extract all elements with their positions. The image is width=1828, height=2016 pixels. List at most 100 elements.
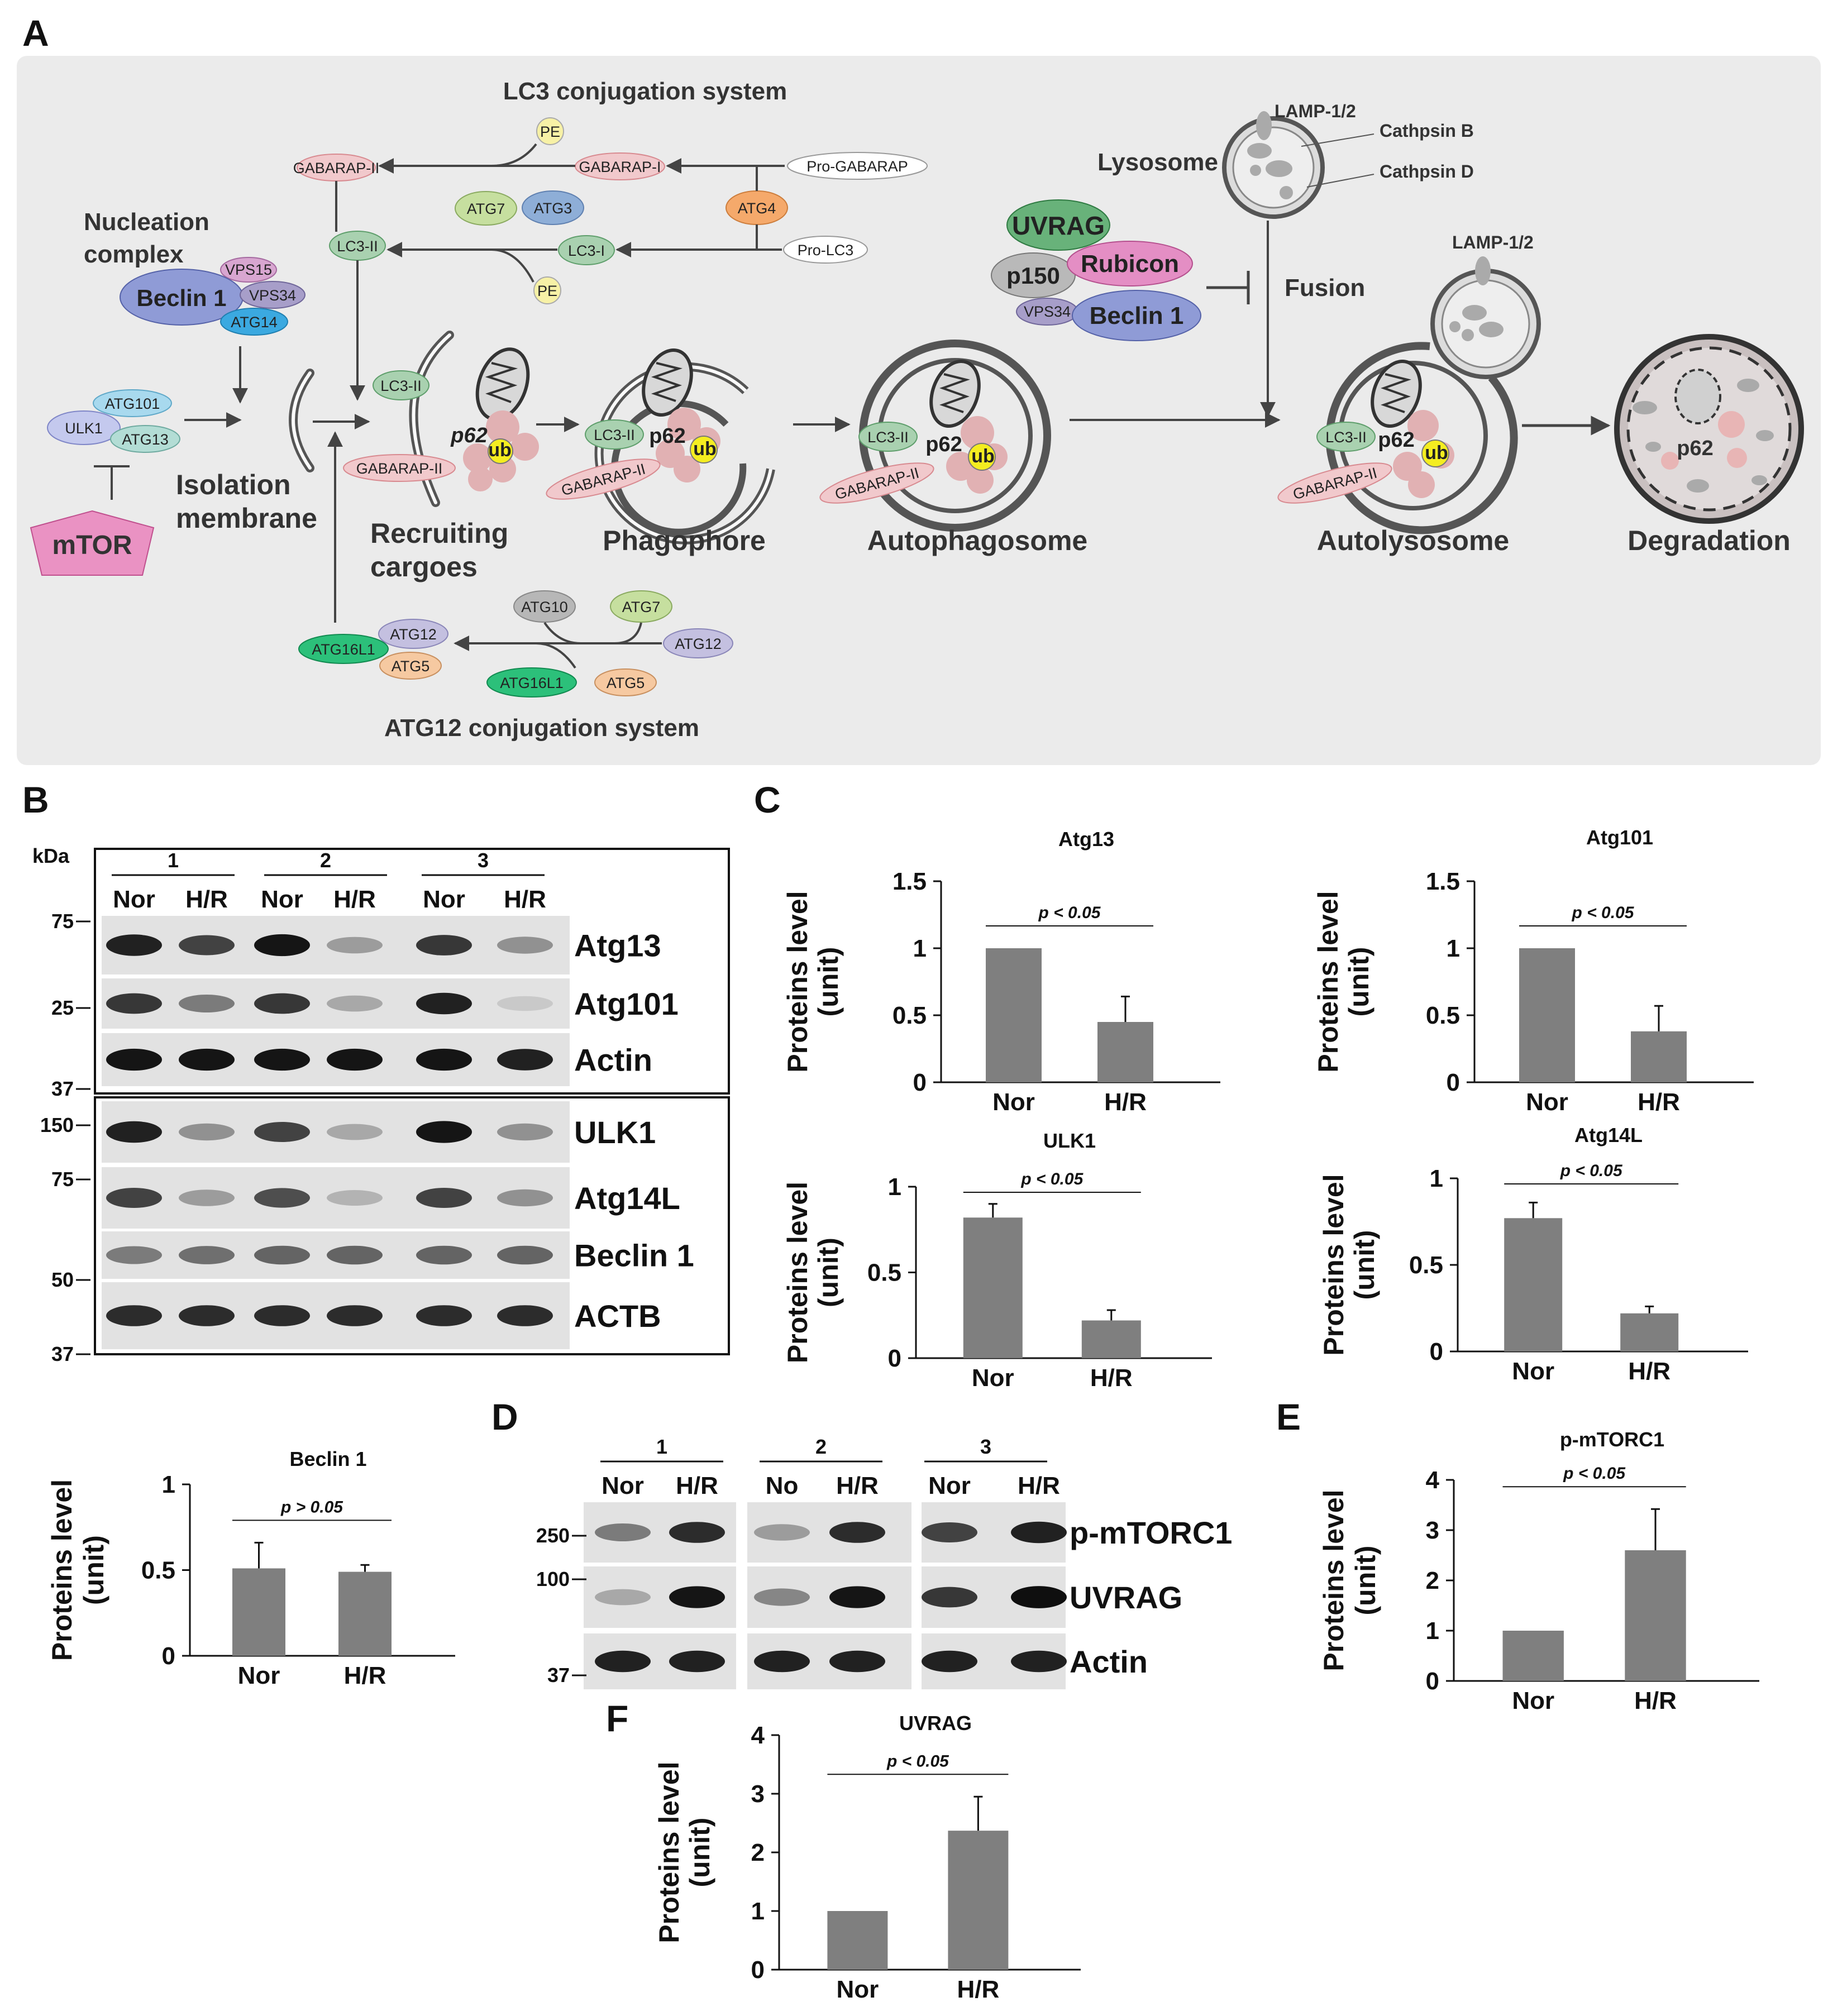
- svg-text:ATG3: ATG3: [534, 200, 572, 217]
- y-axis-unit: (unit): [684, 1818, 715, 1888]
- blot-band: [416, 992, 472, 1015]
- node-p150: p150: [991, 252, 1076, 298]
- blot-lane-label: H/R: [676, 1472, 718, 1499]
- blot-row-actin: Actin: [102, 1033, 652, 1086]
- blot-band-label: ACTB: [574, 1298, 661, 1334]
- blot-band-label: Atg101: [574, 986, 679, 1021]
- node-p62-b: p62: [649, 424, 685, 448]
- blot-row-actb: ACTB: [102, 1282, 661, 1349]
- svg-text:Pro-LC3: Pro-LC3: [798, 242, 854, 259]
- blot-row-uvrag: UVRAG: [584, 1566, 1182, 1628]
- svg-text:p150: p150: [1006, 262, 1060, 289]
- bar-nor: [1502, 1631, 1564, 1681]
- blot-marker-label: 250: [536, 1524, 570, 1547]
- blot-band: [254, 1305, 310, 1326]
- blot-band: [669, 1522, 725, 1543]
- lc3-system-title: LC3 conjugation system: [503, 78, 787, 105]
- recruiting-label-1: Recruiting: [370, 518, 508, 549]
- blot-lane-label: Nor: [423, 886, 465, 913]
- blot-marker-label: 37: [51, 1077, 74, 1100]
- node-vps34-b: VPS34: [1016, 298, 1078, 326]
- svg-text:ATG4: ATG4: [738, 200, 776, 217]
- lamp-label: LAMP-1/2: [1275, 101, 1356, 121]
- node-lc3-ii-top: LC3-II: [329, 231, 386, 261]
- inhibit-fusion: [1206, 271, 1250, 304]
- svg-text:ATG10: ATG10: [521, 599, 568, 615]
- svg-text:LC3-II: LC3-II: [594, 427, 635, 443]
- blot-band: [106, 1246, 162, 1264]
- blot-marker-label: 37: [51, 1343, 74, 1365]
- blot-row-ulk1: ULK1: [102, 1101, 656, 1163]
- svg-text:ATG7: ATG7: [622, 599, 661, 615]
- blot-lane-label: Nor: [928, 1472, 971, 1499]
- blot-band: [922, 1650, 977, 1673]
- blot-band: [1011, 1521, 1067, 1544]
- y-tick-label: 3: [751, 1780, 765, 1808]
- blot-band: [754, 1650, 810, 1673]
- bar-nor: [827, 1911, 888, 1970]
- blot-group-3: 3: [924, 1435, 1047, 1463]
- svg-text:ATG16L1: ATG16L1: [312, 641, 375, 658]
- node-atg12-b: ATG12: [663, 628, 733, 658]
- y-tick-label: 1: [1447, 935, 1460, 962]
- panel-label-d: D: [491, 1396, 518, 1437]
- node-lc3-ii-d: LC3-II: [1316, 422, 1376, 452]
- y-tick-label: 2: [751, 1839, 765, 1866]
- blot-band: [829, 1650, 885, 1673]
- bar-nor: [232, 1568, 285, 1656]
- panel-a-background: [17, 56, 1821, 765]
- mitochondrion-4: [1371, 359, 1422, 428]
- blot-row-beclin-1: Beclin 1: [102, 1231, 694, 1279]
- node-p62-a: p62: [450, 424, 487, 447]
- blot-band: [416, 1188, 472, 1208]
- node-p62-d: p62: [1378, 428, 1414, 452]
- y-tick-label: 4: [1426, 1466, 1440, 1494]
- node-ub-a: [488, 438, 513, 464]
- blot-band-label: UVRAG: [1070, 1580, 1182, 1615]
- node-atg101: ATG101: [93, 389, 172, 417]
- blot-band: [669, 1586, 725, 1608]
- svg-text:GABARAP-II: GABARAP-II: [293, 160, 380, 176]
- blot-band: [327, 1305, 383, 1326]
- svg-text:ATG101: ATG101: [105, 395, 160, 412]
- blot-band: [179, 1246, 235, 1264]
- node-atg5-a: ATG5: [379, 652, 442, 680]
- autolysosome-label: Autolysosome: [1317, 525, 1510, 556]
- svg-text:mTOR: mTOR: [52, 531, 132, 560]
- svg-text:ATG7: ATG7: [467, 200, 505, 217]
- node-pe-top: PE: [536, 117, 564, 145]
- blot-band: [254, 1048, 310, 1071]
- bar-nor: [963, 1217, 1023, 1358]
- chart-title: Atg13: [1058, 828, 1114, 851]
- node-atg12-a: ATG12: [378, 619, 448, 649]
- svg-text:VPS15: VPS15: [225, 261, 272, 278]
- blot-band: [106, 1121, 162, 1143]
- x-category-label: H/R: [1628, 1358, 1671, 1385]
- blot-group-1: 1: [600, 1435, 723, 1463]
- x-category-label: Nor: [992, 1088, 1035, 1116]
- blot-band: [497, 1305, 553, 1326]
- svg-text:ub: ub: [1425, 442, 1448, 464]
- blot-band: [106, 993, 162, 1014]
- blot-marker-label: 150: [40, 1114, 74, 1136]
- blot-band: [497, 1189, 553, 1207]
- bar-h-r: [1097, 1022, 1153, 1082]
- bar-h-r: [948, 1831, 1009, 1970]
- y-axis-label: Proteins level: [782, 1182, 813, 1363]
- cathepsin-d-label: Cathpsin D: [1380, 161, 1474, 181]
- blot-row-actin: Actin: [584, 1633, 1148, 1689]
- fusion-label: Fusion: [1285, 274, 1365, 302]
- bar-h-r: [338, 1571, 392, 1656]
- blot-band: [595, 1589, 651, 1606]
- svg-text:GABARAP-II: GABARAP-II: [356, 460, 443, 477]
- node-atg4: ATG4: [726, 190, 788, 225]
- blot-group-2: 2: [264, 849, 387, 876]
- cargo-cluster-4: ub p62: [1378, 410, 1454, 498]
